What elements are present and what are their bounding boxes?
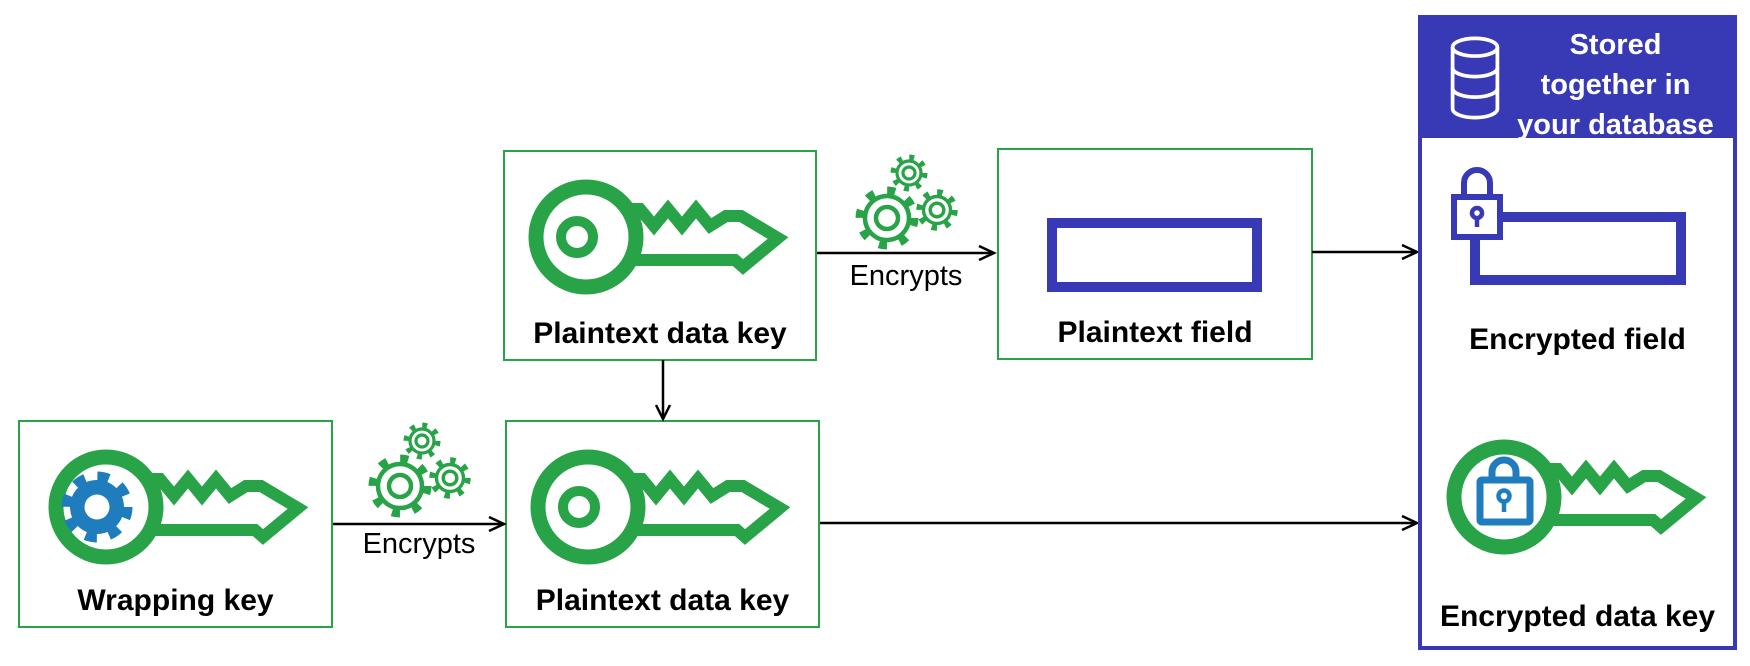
panel-header: Stored together in your database	[1422, 19, 1733, 141]
panel-header-line: your database	[1517, 109, 1714, 141]
stored-in-database-panel: Stored together in your database Encrypt…	[1418, 15, 1737, 650]
encrypted-data-key-label: Encrypted data key	[1439, 600, 1716, 633]
key-icon	[1446, 439, 1707, 555]
encrypts-label-bottom: Encrypts	[362, 528, 476, 560]
gears-icon	[855, 154, 958, 250]
plaintext-field-rectangle	[1047, 218, 1262, 292]
lock-icon	[1451, 167, 1503, 240]
encrypted-field-label: Encrypted field	[1469, 323, 1686, 356]
arrow-encrypts-bottom	[333, 515, 507, 533]
encrypts-label-top: Encrypts	[849, 260, 963, 292]
arrow-field-to-stored	[1312, 243, 1420, 261]
key-icon	[528, 179, 789, 295]
encrypted-field-rectangle	[1470, 212, 1686, 285]
gears-icon	[368, 422, 471, 518]
plaintext-data-key-top-label: Plaintext data key	[533, 317, 787, 350]
key-icon	[530, 449, 791, 565]
panel-header-line: Stored	[1569, 29, 1662, 61]
key-with-gear-icon	[48, 449, 309, 565]
database-icon	[1450, 36, 1500, 120]
plaintext-data-key-bottom-label: Plaintext data key	[535, 584, 790, 617]
arrow-encrypts-top	[817, 244, 997, 262]
panel-header-text: Stored together in your database	[1500, 25, 1731, 145]
lock-icon	[1476, 456, 1534, 526]
gear-icon	[61, 471, 133, 543]
arrow-data-key-down	[654, 360, 672, 422]
arrow-data-key-to-stored	[820, 514, 1420, 532]
panel-header-line: together in	[1540, 69, 1691, 101]
wrapping-key-label: Wrapping key	[77, 584, 274, 617]
plaintext-field-label: Plaintext field	[1057, 316, 1253, 349]
